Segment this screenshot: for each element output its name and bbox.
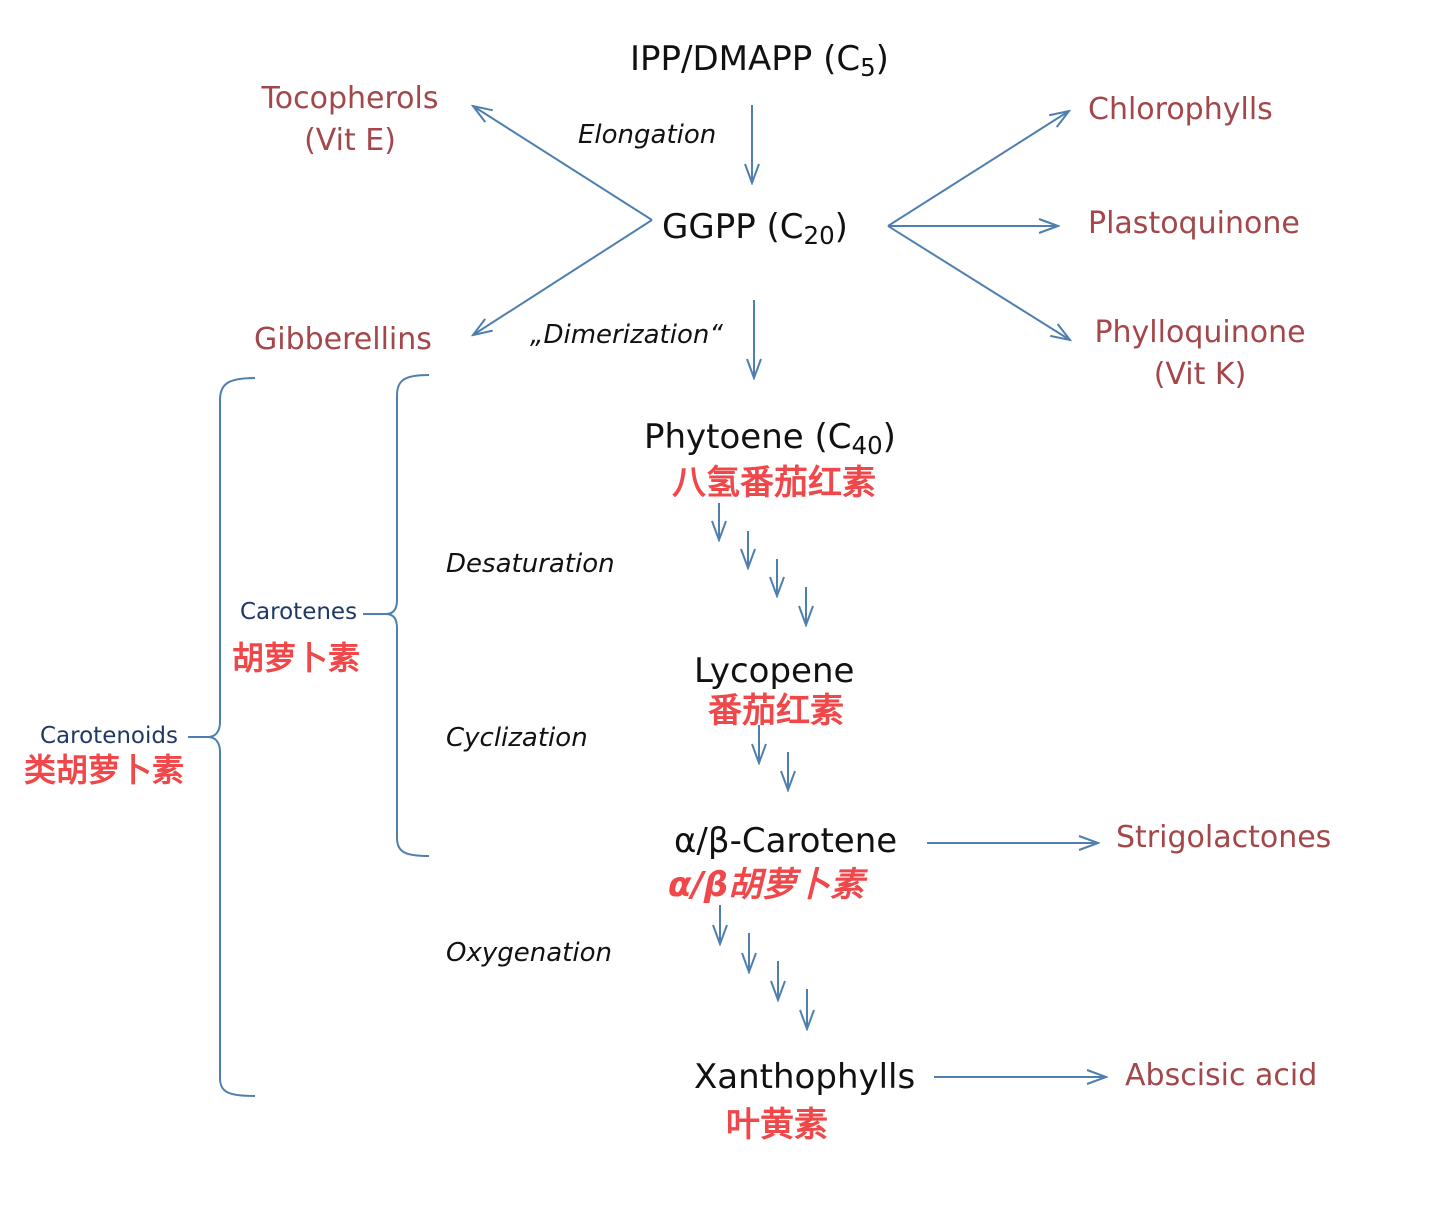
group-carotenes-zh: 胡萝卜素 bbox=[232, 639, 361, 677]
step-dimerization: „Dimerization“ bbox=[530, 320, 723, 350]
node-xanthophylls: Xanthophylls bbox=[694, 1057, 916, 1097]
arrow-to-gibberellins bbox=[473, 219, 653, 335]
carotenes-brace bbox=[363, 374, 430, 857]
step-cyclization: Cyclization bbox=[446, 723, 588, 753]
group-carotenes: Carotenes bbox=[240, 599, 358, 625]
group-carotenoids-zh: 类胡萝卜素 bbox=[24, 751, 185, 789]
branch-chlorophylls: Chlorophylls bbox=[1088, 92, 1273, 127]
node-carotene: α/β-Carotene bbox=[674, 821, 898, 861]
node-ggpp: GGPP (C20) bbox=[662, 207, 848, 251]
arrow-to-chlorophylls bbox=[887, 111, 1069, 227]
node-lycopene-zh: 番茄红素 bbox=[708, 691, 844, 731]
branch-phylloquinone: Phylloquinone (Vit K) bbox=[1094, 315, 1306, 392]
branch-abscisic-acid: Abscisic acid bbox=[1125, 1058, 1318, 1093]
node-phytoene: Phytoene (C40) bbox=[644, 417, 896, 461]
carotenoids-brace bbox=[188, 377, 256, 1097]
step-oxygenation: Oxygenation bbox=[446, 938, 612, 968]
step-desaturation: Desaturation bbox=[446, 549, 615, 579]
node-ipp-dmapp: IPP/DMAPP (C5) bbox=[630, 39, 889, 83]
branch-tocopherols: Tocopherols (Vit E) bbox=[261, 81, 439, 158]
branch-gibberellins: Gibberellins bbox=[254, 322, 432, 357]
node-phytoene-zh: 八氢番茄红素 bbox=[672, 463, 876, 503]
node-lycopene: Lycopene bbox=[694, 651, 855, 691]
step-elongation: Elongation bbox=[578, 120, 717, 150]
group-carotenoids: Carotenoids bbox=[40, 723, 178, 749]
branch-plastoquinone: Plastoquinone bbox=[1088, 206, 1300, 241]
node-xanthophylls-zh: 叶黄素 bbox=[726, 1105, 828, 1145]
node-carotene-zh: α/β胡萝卜素 bbox=[668, 865, 865, 905]
arrow-to-phylloquinone bbox=[887, 225, 1070, 340]
arrow-to-tocopherols bbox=[473, 106, 653, 221]
branch-strigolactones: Strigolactones bbox=[1116, 820, 1332, 855]
